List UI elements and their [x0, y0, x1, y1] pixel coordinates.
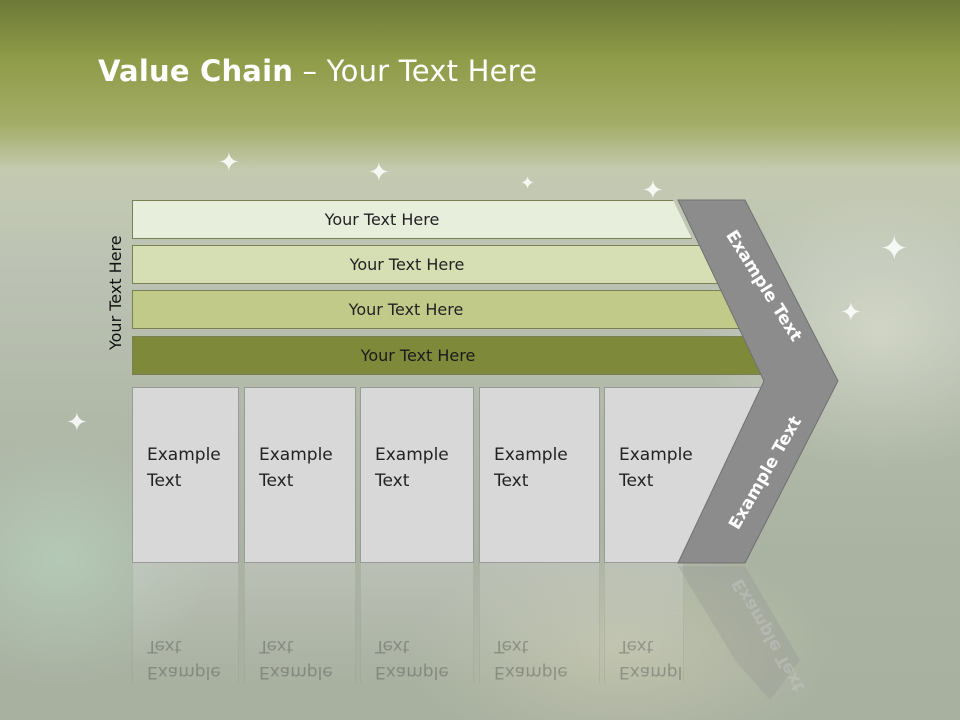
sparkle-icon: ✦ — [520, 173, 536, 194]
title-bold: Value Chain — [98, 54, 294, 88]
primary-box-1[interactable]: Example Text — [132, 387, 239, 563]
support-bar-3[interactable]: Your Text Here — [132, 290, 740, 329]
sparkle-icon: ✦ — [66, 408, 88, 438]
support-bar-label: Your Text Here — [348, 300, 464, 319]
margin-chevron-shape[interactable] — [677, 199, 839, 564]
sparkle-icon: ✦ — [840, 298, 862, 328]
support-bar-label: Your Text Here — [349, 255, 465, 274]
sparkle-icon: ✦ — [880, 229, 909, 269]
box-reflection: Example Text — [244, 563, 356, 683]
box-reflection: Example Text — [604, 563, 684, 683]
box-reflection: Example Text — [360, 563, 474, 683]
title-rest: – Your Text Here — [293, 54, 538, 88]
slide-title: Value Chain – Your Text Here — [98, 54, 537, 88]
support-bar-1[interactable]: Your Text Here — [132, 200, 692, 239]
primary-box-3[interactable]: Example Text — [360, 387, 474, 563]
sparkle-icon: ✦ — [218, 148, 240, 178]
margin-chevron-reflection — [678, 566, 800, 700]
primary-box-4[interactable]: Example Text — [479, 387, 600, 563]
support-bar-4[interactable]: Your Text Here — [132, 336, 764, 375]
primary-box-2[interactable]: Example Text — [244, 387, 356, 563]
support-bar-2[interactable]: Your Text Here — [132, 245, 742, 284]
box-reflection: Example Text — [132, 563, 239, 683]
sparkle-icon: ✦ — [642, 176, 664, 206]
support-bar-label: Your Text Here — [360, 346, 476, 365]
sparkle-icon: ✦ — [368, 158, 390, 188]
support-bar-label: Your Text Here — [324, 210, 440, 229]
box-reflection: Example Text — [479, 563, 600, 683]
